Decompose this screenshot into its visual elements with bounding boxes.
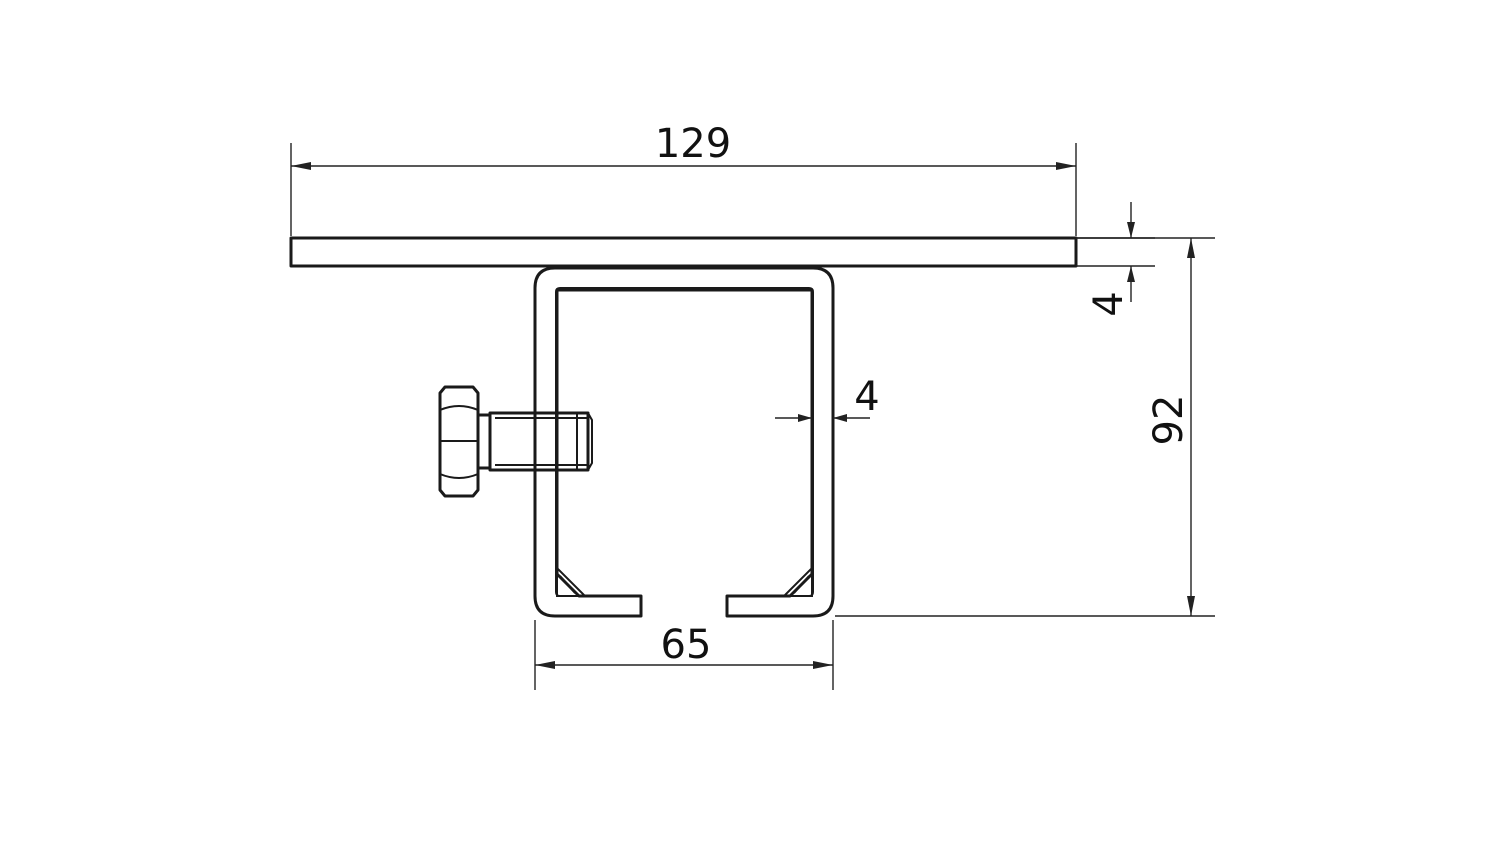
dimension-label-plate-thickness: 4 <box>1086 291 1132 316</box>
mounting-plate <box>289 236 1078 268</box>
dimension-plate-thickness <box>1076 202 1155 302</box>
dimension-label-rail-height: 92 <box>1146 395 1192 446</box>
hex-bolt <box>438 385 593 498</box>
dimension-plate-width <box>290 143 1077 236</box>
dimension-rail-width <box>534 620 834 690</box>
dimension-label-rail-width: 65 <box>661 622 712 668</box>
dimension-label-wall-thickness: 4 <box>854 374 879 420</box>
dimension-rail-height <box>835 237 1215 617</box>
c-profile-rail <box>533 266 835 618</box>
dimension-wall-thickness <box>775 414 870 422</box>
dimension-label-plate-width: 129 <box>655 121 731 167</box>
